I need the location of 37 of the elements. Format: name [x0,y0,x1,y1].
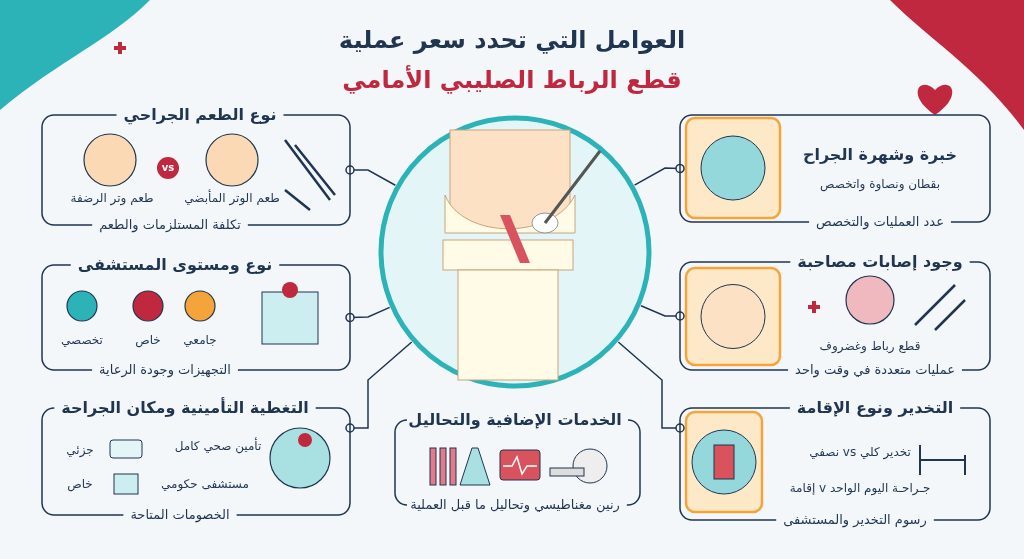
panel-footer: رسوم التخدير والمستشفى [783,512,927,528]
panel-heading: التخدير ونوع الإقامة [796,398,954,418]
vs-badge: vs [157,157,179,179]
panel-footer: رنين مغناطيسي وتحاليل ما قبل العملية [410,497,620,513]
panel-footer: عمليات متعددة في وقت واحد [795,362,955,378]
connector-line [640,305,685,321]
item-label: بقطان ونصاوة واتخصص [820,176,940,192]
item-label: تخدير كلي vs نصفي [809,444,911,460]
item-label: جامعي [183,332,217,348]
item-label: خاص [135,332,161,348]
subtitle: قطع الرباط الصليبي الأمامي [342,66,682,94]
panel-heading: وجود إصابات مصاحبة [797,252,963,272]
title: العوامل التي تحدد سعر عملية [338,26,686,54]
item-label: جـراحـة اليوم الواحد v إقامة [789,480,931,496]
connector-line [617,341,685,433]
knee-drawing [378,115,652,389]
item-label: تأمين صحي كامل [174,438,262,454]
connector-line [345,306,391,323]
panel-footer: التجهيزات وجودة الرعاية [99,362,231,378]
panel-heading: نوع الطعم الجراحي [123,105,277,125]
panel-heading: خبرة وشهرة الجراح [802,145,958,165]
panel-footer: تكلفة المستلزمات والطعم [99,217,241,233]
panel-heading: الخدمات الإضافية والتحاليل [408,410,622,430]
panel-heading: التغطية التأمينية ومكان الجراحة [61,398,309,418]
item-label: مستشفى حكومي [161,476,249,492]
item-label: جزئي [66,442,94,458]
connector-line [345,165,397,186]
connector-line [345,341,413,433]
item-label: طعم الوتر المأبضي [184,190,280,206]
item-label: خاص [67,476,93,492]
panel-heading: نوع ومستوى المستشفى [77,255,273,275]
item-label: قطع رباط وغضروف [819,338,921,354]
connector-line [633,163,685,186]
panel-footer: عدد العمليات والتخصص [816,214,944,230]
panel-footer: الخصومات المتاحة [130,507,230,523]
item-label: تخصصي [61,332,103,348]
item-label: طعم وتر الرضفة [70,190,154,206]
